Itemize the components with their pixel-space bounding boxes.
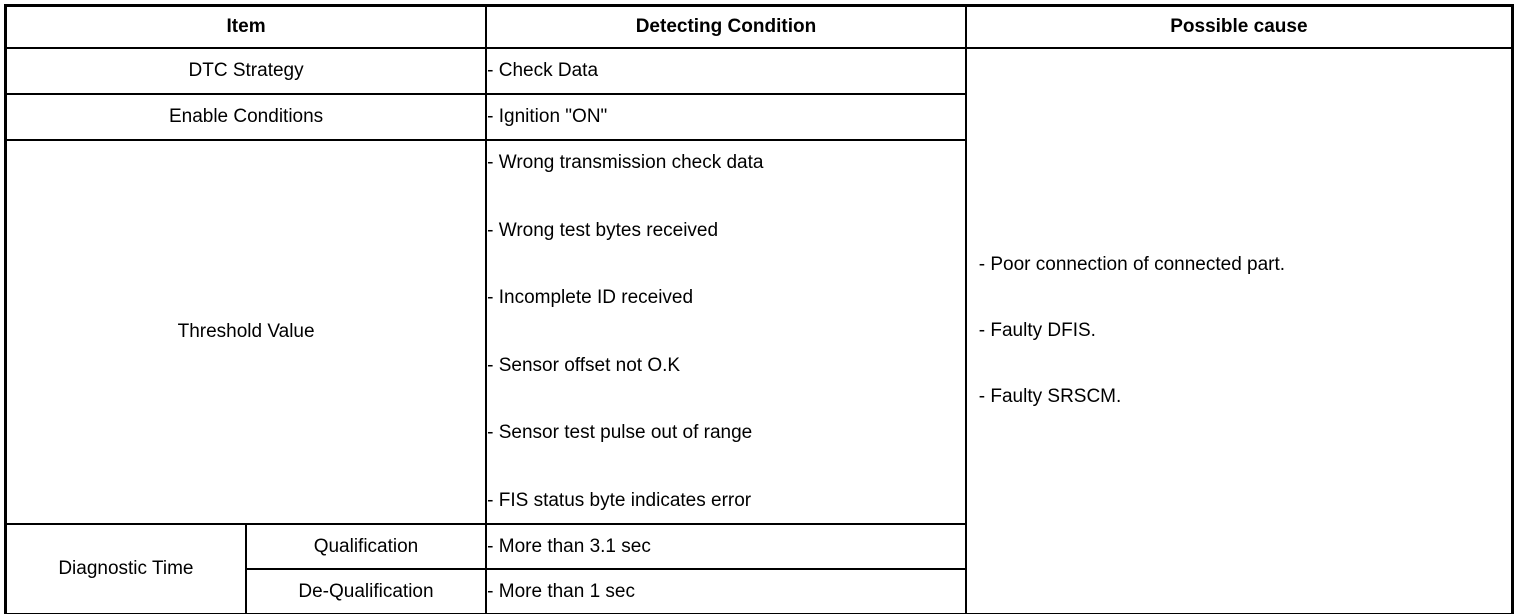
row-threshold-value: Threshold Value - Wrong transmission che… <box>4 139 1513 525</box>
threshold-condition-item: - Incomplete ID received <box>487 287 694 309</box>
header-item: Item <box>4 4 488 49</box>
header-detecting-condition: Detecting Condition <box>485 4 967 49</box>
possible-cause-item: - Faulty SRSCM. <box>978 386 1122 407</box>
possible-cause-list: - Poor connection of connected part. - F… <box>968 254 1511 408</box>
possible-cause-item: - Poor connection of connected part. <box>978 254 1286 275</box>
dtc-strategy-label: DTC Strategy <box>4 47 488 95</box>
enable-conditions-condition: - Ignition "ON" <box>485 93 967 141</box>
possible-cause-cell: - Poor connection of connected part. - F… <box>964 47 1514 614</box>
threshold-condition-list: - Wrong transmission check data - Wrong … <box>487 152 964 512</box>
enable-conditions-label: Enable Conditions <box>4 93 488 141</box>
qualification-condition: - More than 3.1 sec <box>485 523 967 570</box>
diagnostic-time-label: Diagnostic Time <box>4 523 247 614</box>
threshold-value-label: Threshold Value <box>4 139 488 525</box>
table-header-row: Item Detecting Condition Possible cause <box>4 4 1514 49</box>
threshold-condition-item: - Wrong transmission check data <box>487 152 764 173</box>
row-enable-conditions: Enable Conditions - Ignition "ON" <box>4 93 1513 141</box>
de-qualification-condition: - More than 1 sec <box>485 568 967 614</box>
possible-cause-item: - Faulty DFIS. <box>978 320 1096 341</box>
threshold-condition-item: - Sensor test pulse out of range <box>487 422 753 444</box>
row-qualification: Diagnostic Time Qualification - More tha… <box>4 523 1513 614</box>
qualification-label: Qualification <box>244 523 488 570</box>
header-possible-cause: Possible cause <box>964 4 1514 49</box>
row-de-qualification: De-Qualification - More than 1 sec <box>6 568 1513 614</box>
threshold-condition-item: - FIS status byte indicates error <box>487 489 752 511</box>
row-dtc-strategy: DTC Strategy - Check Data - Poor connect… <box>4 47 1514 614</box>
threshold-value-conditions-cell: - Wrong transmission check data - Wrong … <box>485 139 967 525</box>
threshold-condition-item: - Sensor offset not O.K <box>487 354 681 376</box>
threshold-condition-item: - Wrong test bytes received <box>487 219 719 241</box>
dtc-strategy-condition: - Check Data <box>485 47 967 95</box>
de-qualification-label: De-Qualification <box>244 568 488 614</box>
dtc-diagnostic-table: Item Detecting Condition Possible cause … <box>4 4 1514 614</box>
